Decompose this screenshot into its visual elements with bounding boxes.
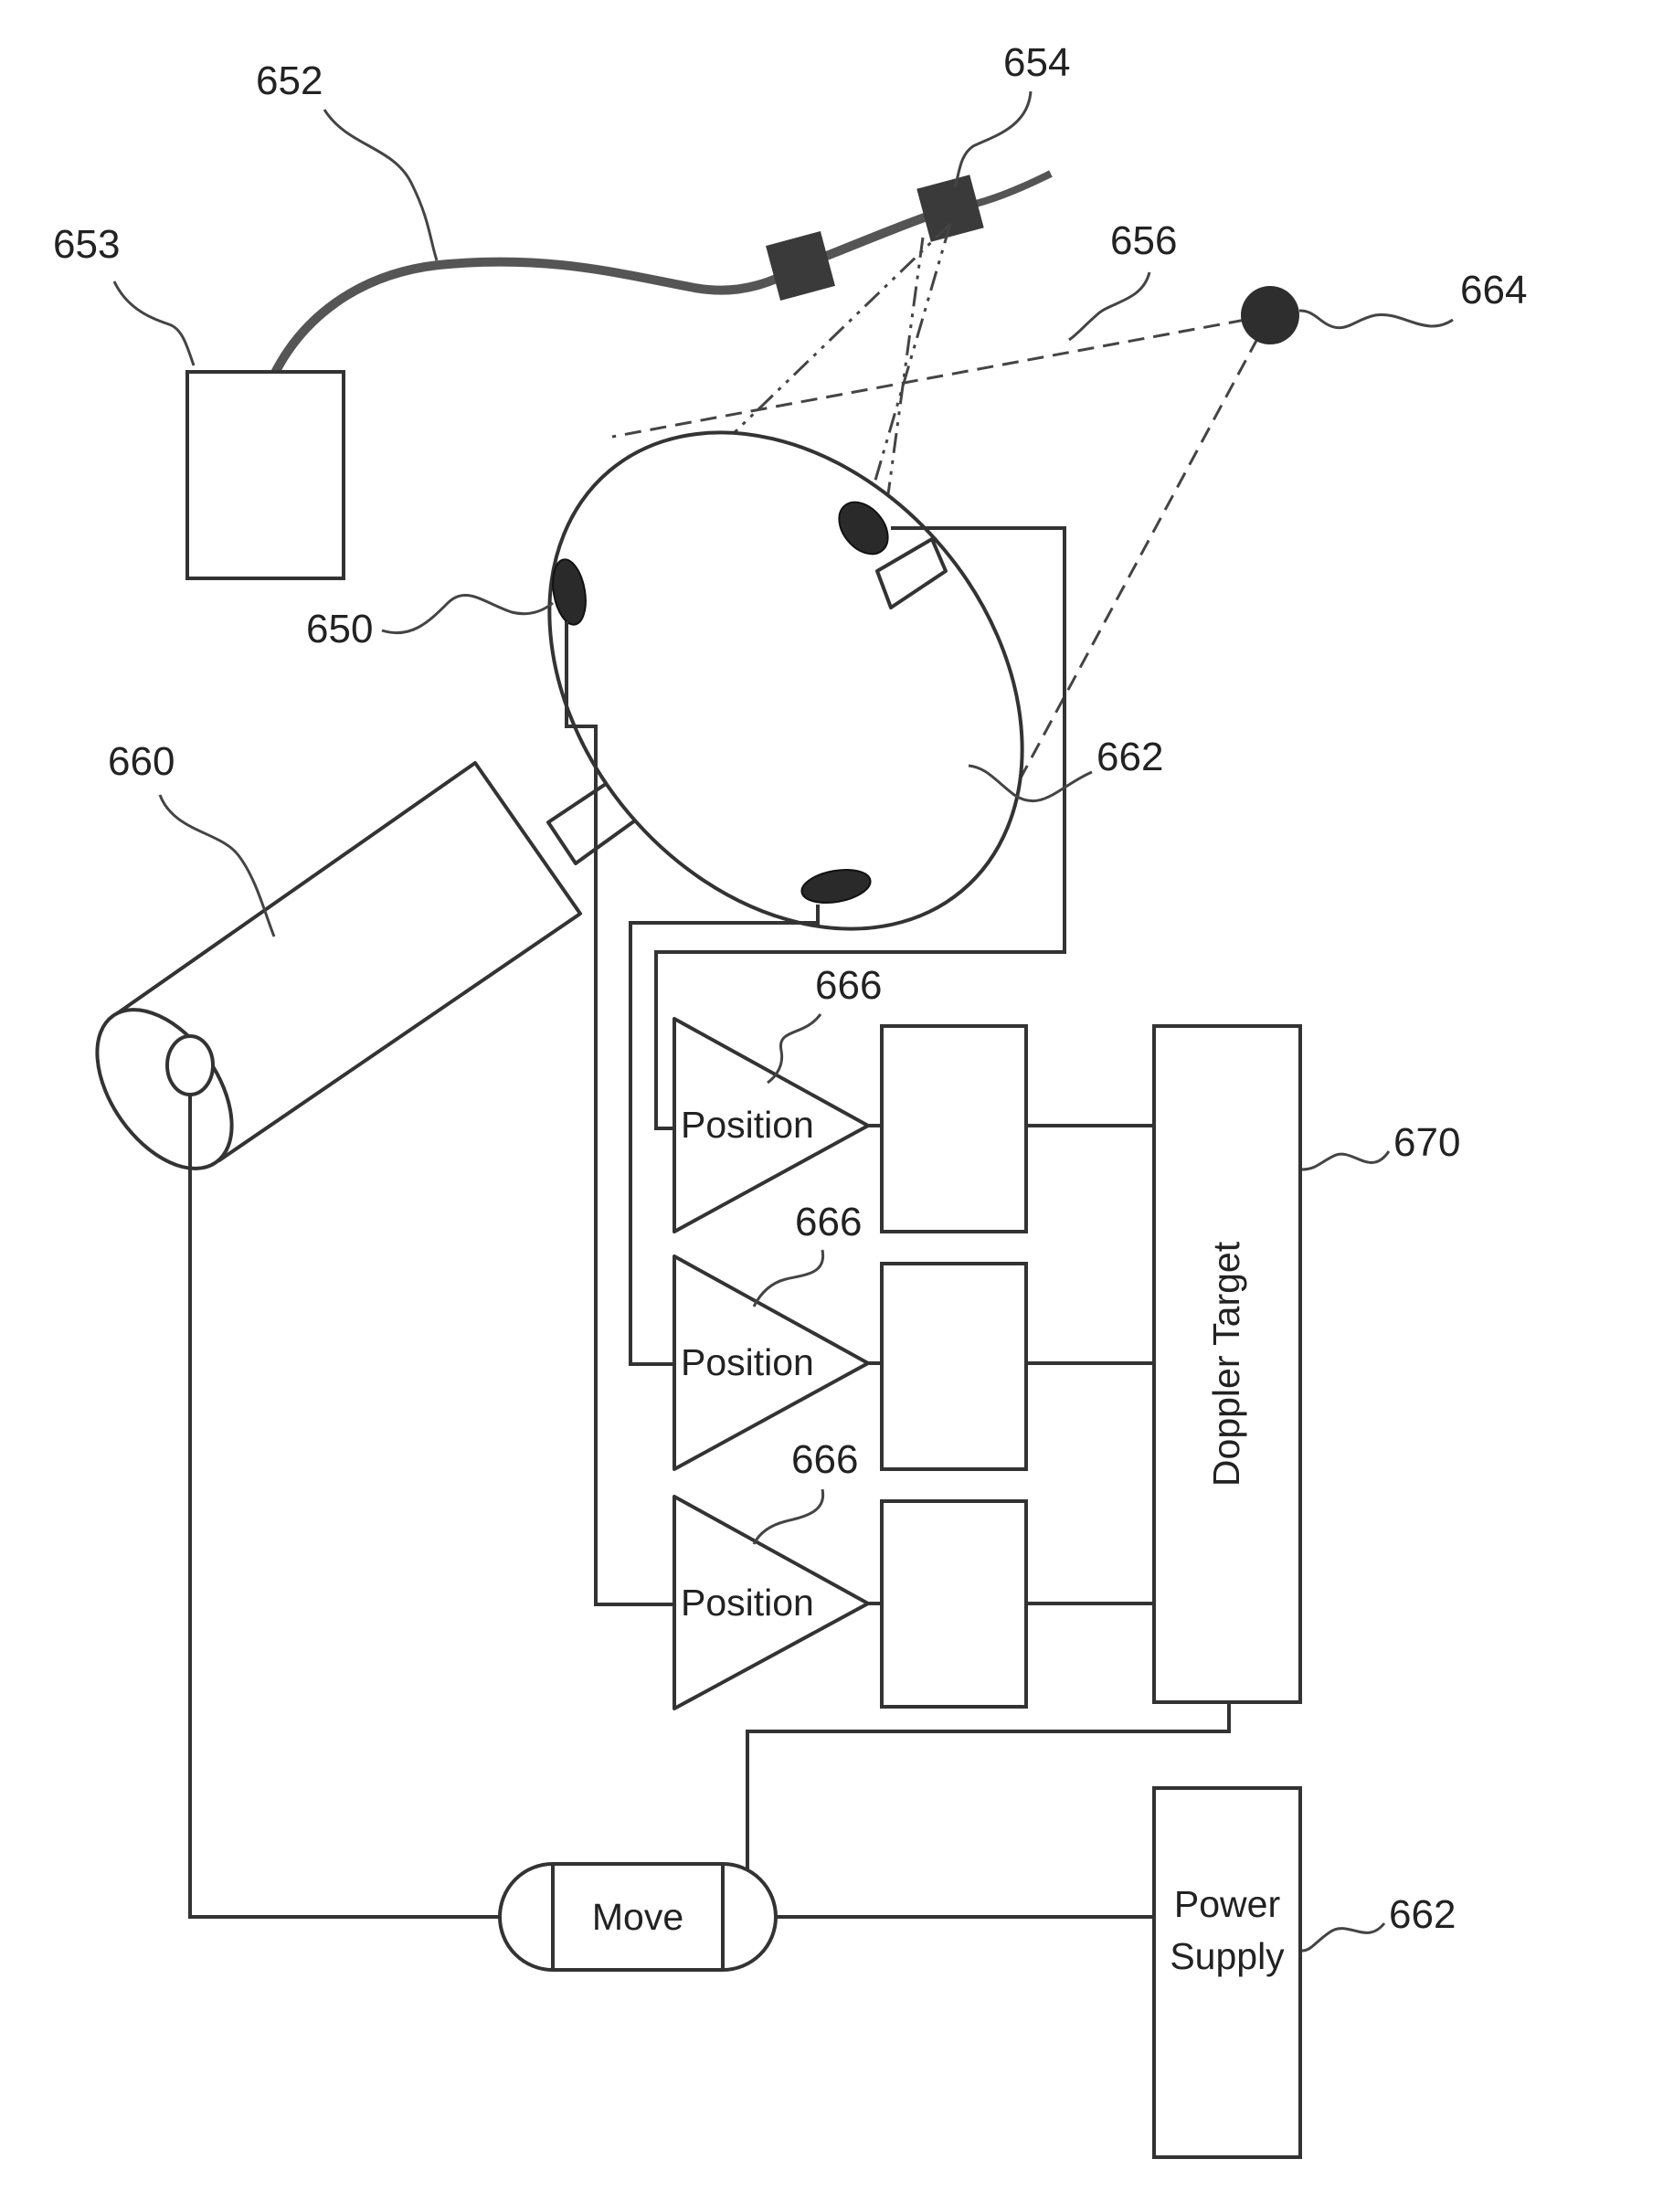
leader-664 [1299,311,1453,328]
processing-box-3 [882,1501,1026,1707]
ref-654: 654 [1003,40,1070,85]
leader-666-c [754,1489,823,1544]
fiber-cable [274,262,804,375]
leader-666-b [754,1250,823,1307]
doppler-target-label: Doppler Target [1205,1241,1247,1487]
position-label-3: Position [681,1582,814,1624]
beam-664-to-dish-rim [612,315,1270,437]
leader-654 [955,91,1031,187]
power-supply-label-line2: Supply [1170,1935,1285,1977]
ref-660: 660 [108,739,175,784]
fiber-cable-tail [969,174,1051,206]
ref-662-power: 662 [1389,1892,1456,1937]
leader-666-a [768,1014,821,1083]
box-653 [187,372,344,578]
ref-653: 653 [53,222,120,267]
motor-shaft-hub [167,1036,213,1095]
power-supply-label-line1: Power [1174,1883,1280,1925]
move-label: Move [592,1896,683,1938]
fiber-connector-2 [916,175,983,241]
processing-box-1 [882,1026,1026,1232]
ref-666-c: 666 [791,1437,858,1482]
ref-662-dish: 662 [1096,735,1163,779]
leader-670 [1302,1151,1389,1170]
ref-650: 650 [306,607,373,651]
ref-656: 656 [1110,218,1177,263]
position-label-1: Position [681,1104,814,1146]
ref-652: 652 [256,58,323,103]
leader-650 [382,595,553,632]
leader-653 [114,281,194,365]
processing-box-2 [882,1264,1026,1469]
leader-652 [324,110,437,260]
target-664 [1241,286,1299,344]
ref-666-a: 666 [815,963,882,1008]
wire-motor-to-move [190,1095,501,1917]
fiber-connector-1 [766,231,835,301]
ref-670: 670 [1393,1120,1460,1165]
beam-654-to-upper-spot [863,224,950,521]
leader-656 [1069,272,1149,340]
leader-662-power [1302,1923,1384,1951]
ref-664: 664 [1460,268,1527,312]
position-label-2: Position [681,1341,814,1383]
ref-666-b: 666 [795,1200,862,1244]
